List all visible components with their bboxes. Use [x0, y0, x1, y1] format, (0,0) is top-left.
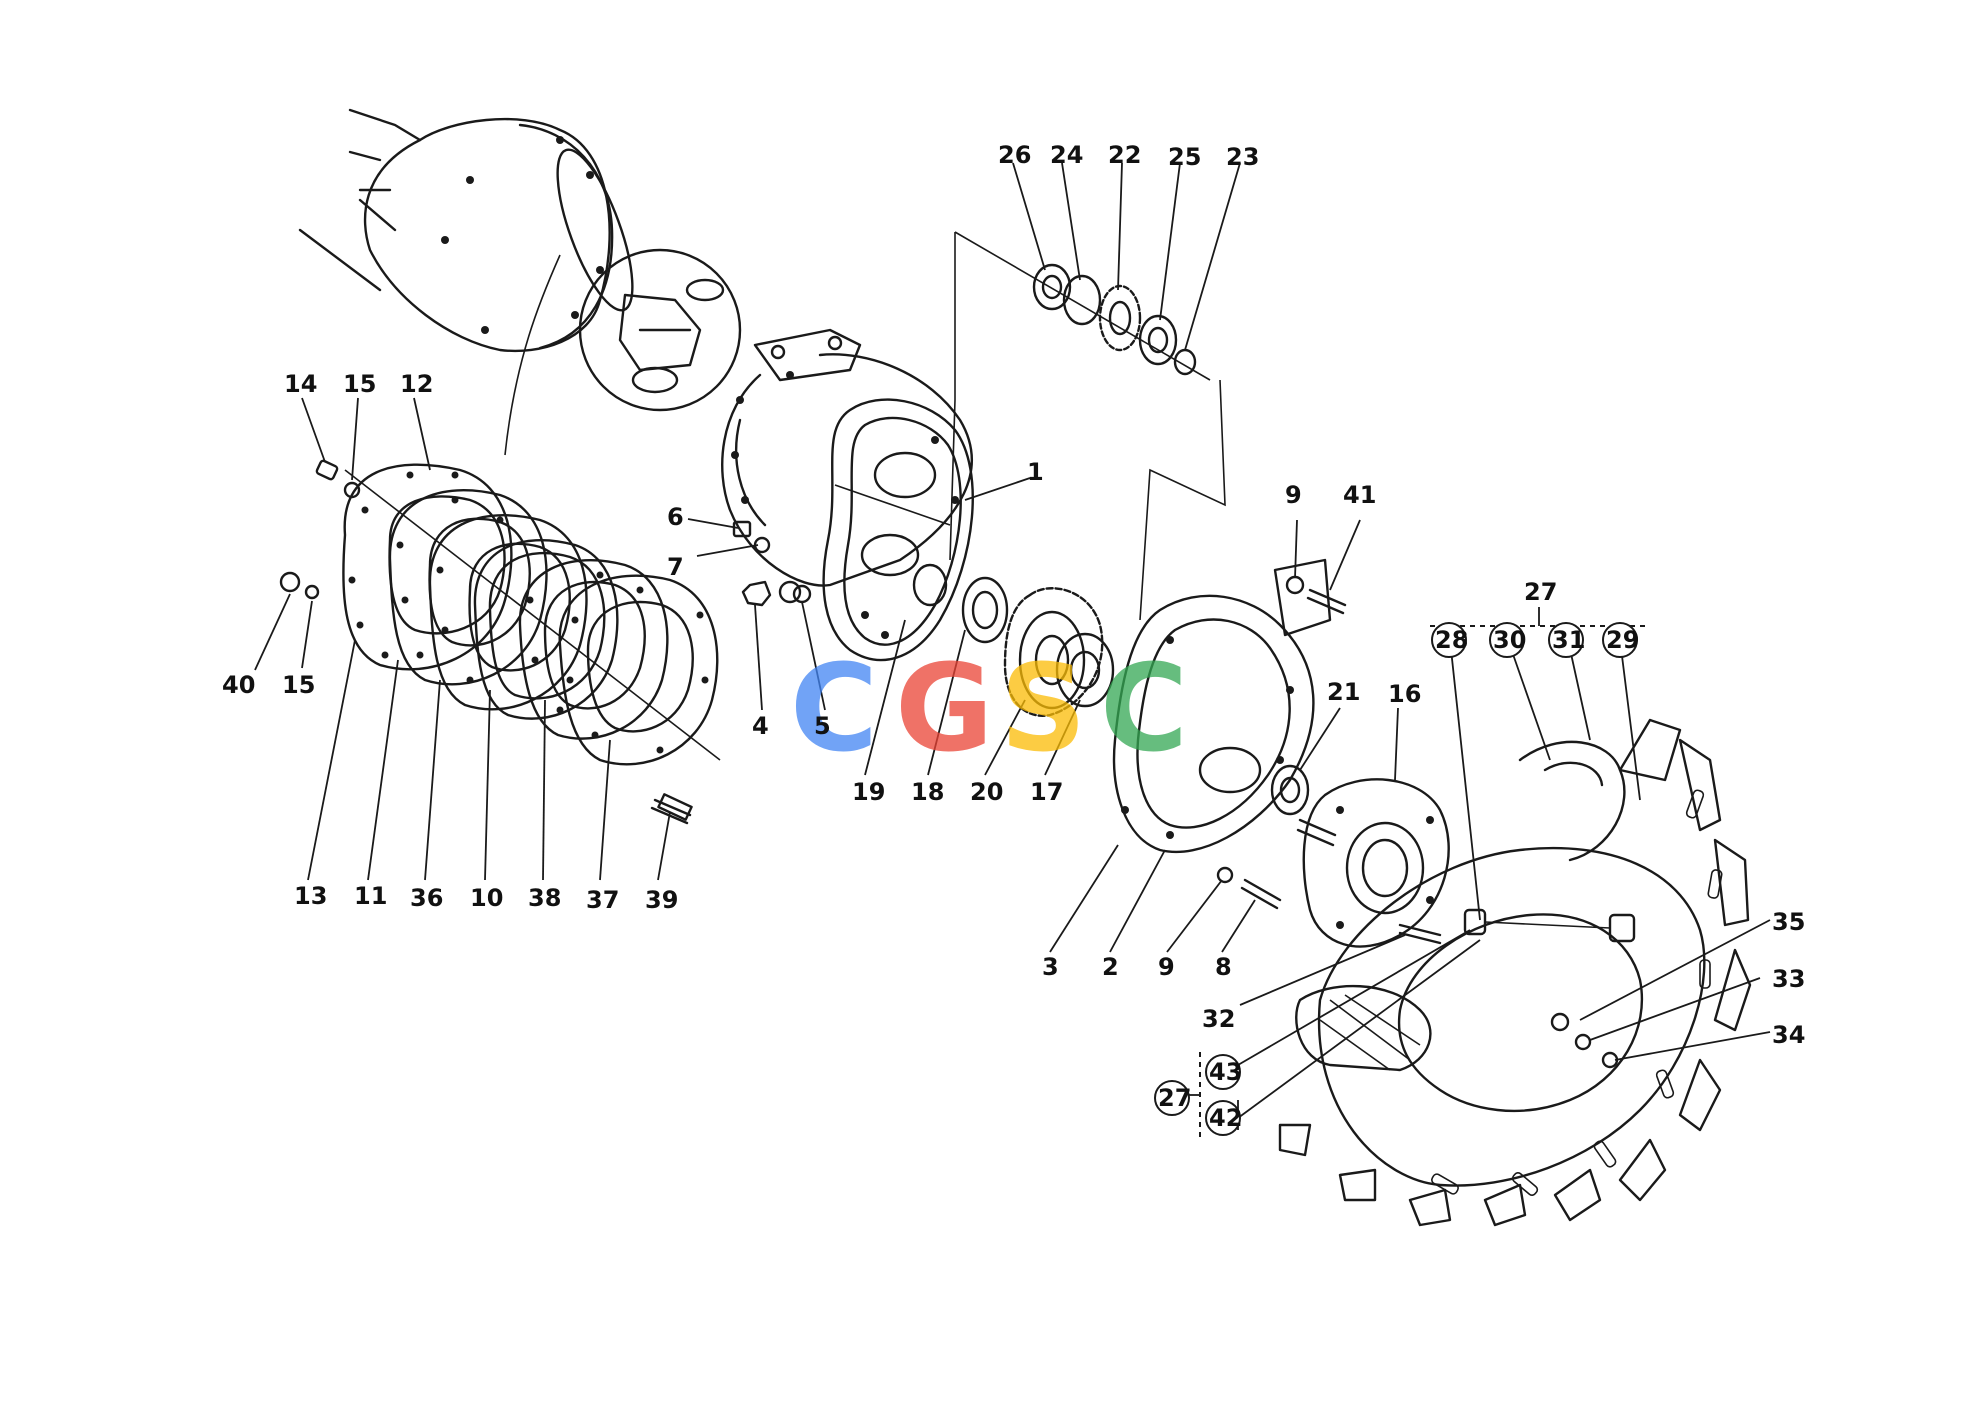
callout-labels: 26 24 22 25 23 14 15 12 1 6 7 9 41 40 15… — [222, 141, 1805, 1049]
callout-37: 37 — [586, 886, 619, 914]
callout-31: 31 — [1552, 626, 1585, 654]
callout-24: 24 — [1050, 141, 1083, 169]
callout-14: 14 — [284, 370, 317, 398]
callout-22: 22 — [1108, 141, 1141, 169]
callout-29: 29 — [1606, 626, 1639, 654]
callout-26: 26 — [998, 141, 1031, 169]
hub-flange — [1296, 778, 1450, 948]
gear-case-inner — [721, 328, 974, 662]
gear-train — [912, 563, 1115, 717]
callout-8: 8 — [1215, 953, 1232, 981]
watermark-letter: S — [1000, 640, 1086, 779]
callout-43: 43 — [1209, 1058, 1242, 1086]
callout-2: 2 — [1102, 953, 1119, 981]
gasket-stack — [279, 459, 721, 825]
callout-17: 17 — [1030, 778, 1063, 806]
callout-10: 10 — [470, 884, 503, 912]
callout-5: 5 — [814, 712, 831, 740]
axle-housing — [298, 108, 742, 456]
callout-28: 28 — [1435, 626, 1468, 654]
callout-21: 21 — [1327, 678, 1360, 706]
callout-33: 33 — [1772, 965, 1805, 993]
callout-3: 3 — [1042, 953, 1059, 981]
callout-15-top: 15 — [343, 370, 376, 398]
callout-36: 36 — [410, 884, 443, 912]
callout-27-top: 27 — [1524, 578, 1557, 606]
bracket-line-left — [949, 232, 956, 561]
callout-39: 39 — [645, 886, 678, 914]
callout-41: 41 — [1343, 481, 1376, 509]
callout-7: 7 — [667, 553, 684, 581]
callout-23: 23 — [1226, 143, 1259, 171]
callout-30: 30 — [1493, 626, 1526, 654]
callout-27-bottom: 27 — [1158, 1084, 1191, 1112]
watermark-letter: C — [790, 640, 878, 779]
bracket-line-right — [1139, 379, 1226, 621]
callout-20: 20 — [970, 778, 1003, 806]
callout-40: 40 — [222, 671, 255, 699]
callout-1: 1 — [1027, 458, 1044, 486]
callout-35: 35 — [1772, 908, 1805, 936]
callout-34: 34 — [1772, 1021, 1805, 1049]
callout-4: 4 — [752, 712, 769, 740]
callout-6: 6 — [667, 503, 684, 531]
callout-12: 12 — [400, 370, 433, 398]
idler-gear-cluster — [954, 231, 1211, 381]
watermark-letter: C — [1100, 640, 1188, 779]
callout-32: 32 — [1202, 1005, 1235, 1033]
callout-9-bottom: 9 — [1158, 953, 1175, 981]
watermark: C G S C — [790, 640, 1188, 779]
callout-11: 11 — [354, 882, 387, 910]
circled-callouts: 28 30 31 29 43 27 42 — [1154, 622, 1639, 1136]
callout-15-bottom: 15 — [282, 671, 315, 699]
callout-9-top: 9 — [1285, 481, 1302, 509]
callout-42: 42 — [1209, 1104, 1242, 1132]
callout-16: 16 — [1388, 680, 1421, 708]
callout-38: 38 — [528, 884, 561, 912]
callout-13: 13 — [294, 882, 327, 910]
callout-19: 19 — [852, 778, 885, 806]
watermark-letter: G — [895, 640, 994, 779]
callout-25: 25 — [1168, 143, 1201, 171]
cage-wheel — [1278, 718, 1752, 1227]
gear-case-cover — [1112, 558, 1347, 910]
callout-18: 18 — [911, 778, 944, 806]
